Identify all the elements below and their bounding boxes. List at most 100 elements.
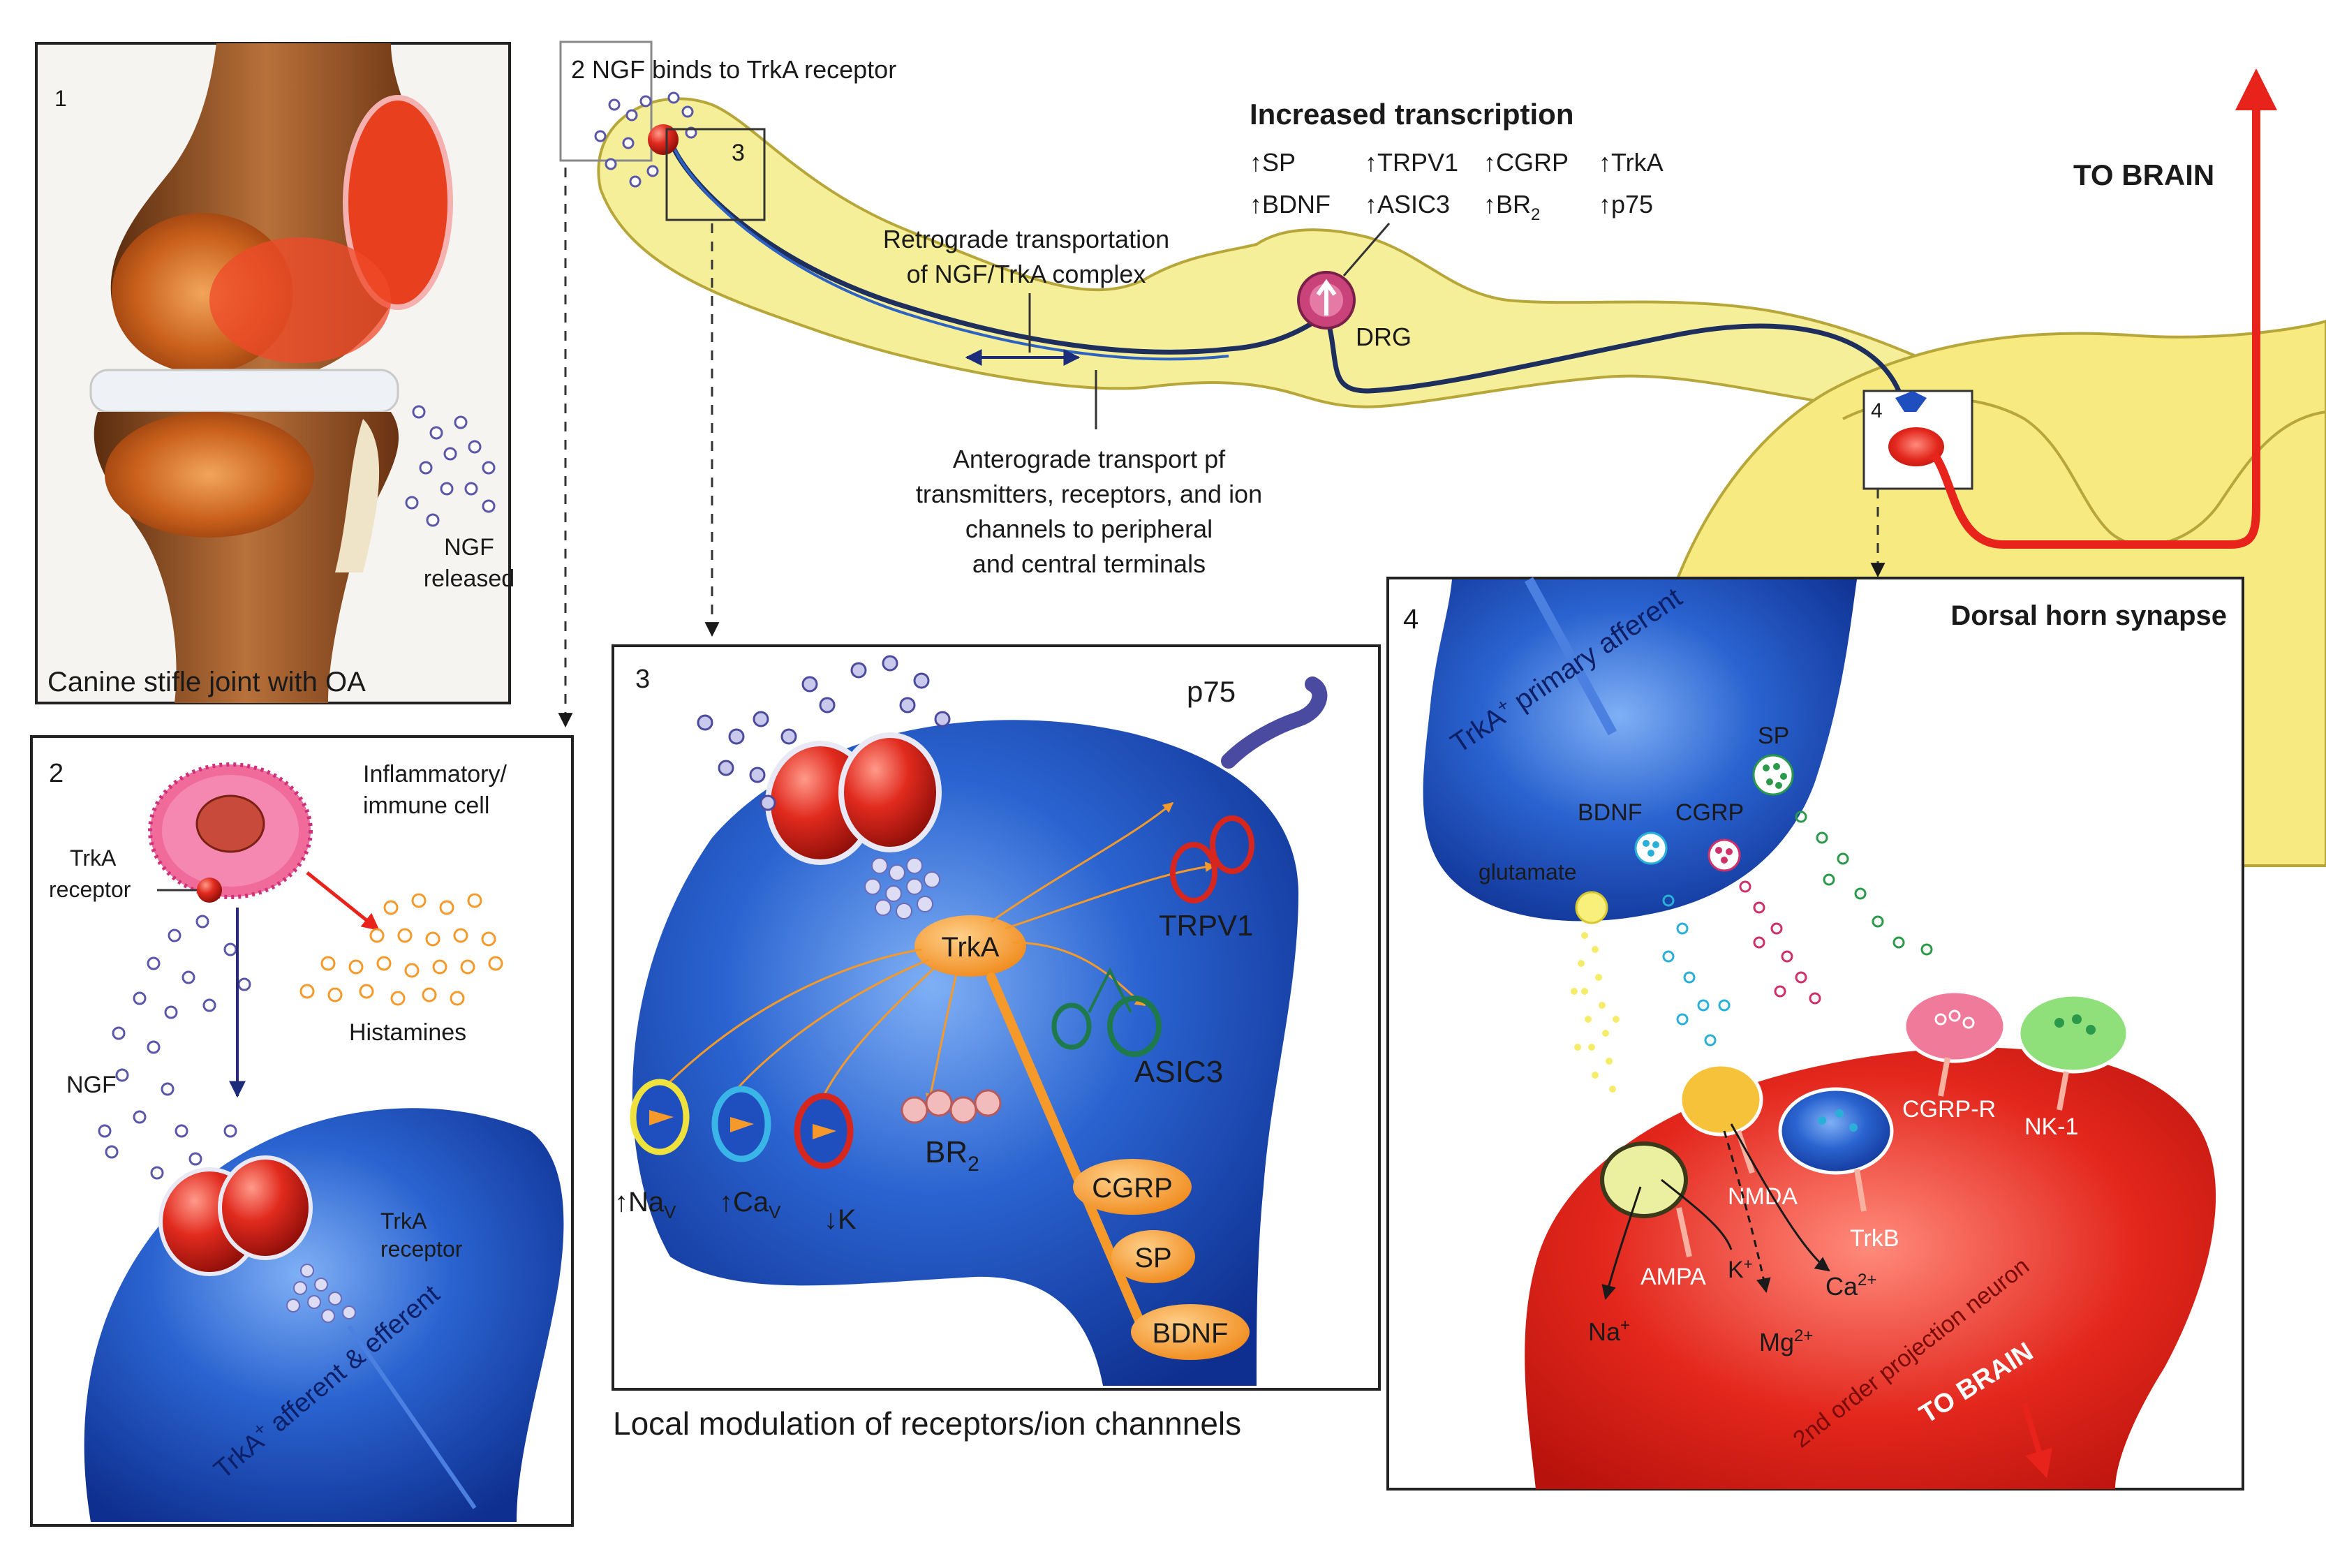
ngf-dots-joint	[405, 405, 496, 527]
presynaptic-terminal	[1423, 579, 1857, 922]
sp-vesicle	[1752, 754, 1794, 796]
panel-4-number: 4	[1403, 604, 1418, 635]
ampa-receptor	[1600, 1141, 1688, 1218]
svg-text:transmitters, receptors, and i: transmitters, receptors, and ion	[916, 480, 1262, 508]
ion-flux-arrows	[1601, 1123, 1830, 1301]
svg-text:CGRP: CGRP	[1092, 1173, 1173, 1204]
released-bdnf	[1662, 894, 1731, 1046]
svg-text:SP: SP	[1134, 1243, 1171, 1273]
svg-text:↑p75: ↑p75	[1599, 190, 1653, 219]
glutamate-label: glutamate	[1479, 859, 1577, 885]
box3-number: 3	[732, 140, 745, 166]
trka-knob	[648, 124, 679, 155]
nav-label: ↑NaV	[614, 1187, 676, 1222]
immune-cell-line2: immune cell	[363, 792, 489, 819]
panel-1-caption: Canine stifle joint with OA	[47, 667, 366, 697]
retrograde-label: Retrograde transportation of NGF/TrkA co…	[883, 225, 1169, 353]
released-sp	[1795, 811, 1933, 956]
svg-text:↑CGRP: ↑CGRP	[1483, 148, 1569, 177]
drg-label: DRG	[1356, 323, 1412, 351]
receptor-arrows	[1676, 1057, 2069, 1257]
svg-text:BDNF: BDNF	[1153, 1318, 1229, 1349]
trka-receptor-label-line1: TrkA	[380, 1208, 427, 1234]
drg-cell-body: DRG	[1297, 271, 1412, 351]
ngf-dots-panel3	[697, 655, 951, 811]
asic3-label: ASIC3	[1134, 1055, 1223, 1089]
joint-meniscus	[89, 369, 399, 413]
patella	[343, 95, 453, 310]
bdnf-pill: BDNF	[1131, 1304, 1250, 1360]
neuron-body	[597, 97, 2006, 416]
bdnf-vesicle	[1634, 831, 1668, 865]
svg-text:↑BDNF: ↑BDNF	[1250, 190, 1331, 219]
br2-label: BR2	[925, 1135, 979, 1176]
ampa-label: AMPA	[1640, 1264, 1706, 1290]
kplus-label: K+	[1728, 1255, 1753, 1283]
bdnf-label-4: BDNF	[1578, 799, 1643, 826]
box4-number: 4	[1871, 399, 1883, 422]
sp-label-4: SP	[1758, 723, 1789, 749]
panel-4-title: Dorsal horn synapse	[1950, 600, 2227, 631]
trpv1-label: TRPV1	[1159, 909, 1253, 942]
k-label: ↓K	[824, 1204, 857, 1235]
sp-pill: SP	[1111, 1230, 1195, 1283]
drg-up-arrow-icon	[1316, 279, 1337, 316]
svg-text:↑TrkA: ↑TrkA	[1599, 148, 1664, 177]
trka-transport-arrow	[986, 972, 1150, 1338]
svg-text:and central terminals: and central terminals	[972, 549, 1206, 578]
asic3-channel	[1051, 967, 1162, 1057]
ngf-released-line2: released	[424, 565, 514, 592]
trka-on-cell	[197, 878, 222, 903]
transcription-block: Increased transcription ↑SP ↑TRPV1 ↑CGRP…	[1250, 98, 1664, 276]
trka-hub	[914, 915, 1026, 977]
released-cgrp	[1739, 880, 1821, 1005]
trpv1-channel	[1170, 815, 1254, 903]
nk1-receptor	[2017, 993, 2130, 1074]
panel-3-caption: Local modulation of receptors/ion channn…	[613, 1405, 1241, 1442]
immune-cell	[148, 762, 313, 903]
cav-channel	[711, 1086, 771, 1162]
transcription-items: ↑SP ↑TRPV1 ↑CGRP ↑TrkA ↑BDNF ↑ASIC3 ↑BR2…	[1250, 148, 1664, 224]
svg-text:channels to peripheral: channels to peripheral	[965, 515, 1213, 543]
br2-receptor	[901, 1089, 1002, 1124]
panel-3-number: 3	[635, 665, 650, 694]
fibula	[335, 419, 380, 572]
svg-text:↑ASIC3: ↑ASIC3	[1365, 190, 1450, 219]
anterograde-label: Anterograde transport pf transmitters, r…	[916, 370, 1262, 578]
trka-dimer-panel3	[765, 732, 942, 919]
panel-2-number: 2	[49, 759, 64, 788]
tibia-plateau	[105, 412, 314, 538]
svg-text:↑TRPV1: ↑TRPV1	[1365, 148, 1458, 177]
ngf-binding-site: 3	[559, 40, 766, 221]
to-brain-arrow-4	[2022, 1402, 2052, 1479]
ca-label: Ca2+	[1825, 1271, 1876, 1301]
nmda-receptor	[1678, 1063, 1763, 1137]
ngf-dots-top	[594, 91, 697, 188]
cgrp-r-receptor	[1902, 989, 2007, 1063]
cgrp-r-label: CGRP-R	[1902, 1096, 1996, 1123]
trka-receptor-line2: receptor	[49, 877, 131, 902]
signaling-arrows	[648, 801, 1216, 1111]
projection-neuron	[1525, 1047, 2216, 1489]
ngf-dots-panel2	[98, 915, 251, 1180]
trkb-receptor	[1778, 1087, 1894, 1175]
svg-text:↑SP: ↑SP	[1250, 148, 1296, 177]
panel-3: 3 p75 TrkA	[612, 644, 1381, 1442]
trka-dimer-panel2	[158, 1155, 356, 1323]
ascending-pathway: TO BRAIN	[1930, 68, 2277, 549]
ngf-label-panel2: NGF	[66, 1072, 117, 1098]
cgrp-vesicle	[1708, 838, 1741, 872]
nk1-label: NK-1	[2024, 1114, 2078, 1140]
immune-cell-line1: Inflammatory/	[363, 761, 507, 787]
svg-text:↑BR2: ↑BR2	[1483, 190, 1540, 224]
svg-text:Retrograde transportation: Retrograde transportation	[883, 225, 1169, 253]
p75-receptor	[1221, 676, 1328, 769]
trka-hub-label: TrkA	[942, 932, 1000, 963]
released-glutamate	[1571, 932, 1620, 1093]
panel-2: 2 Inflammatory/ immune cell TrkA recepto…	[30, 735, 574, 1527]
inflamed-joint	[209, 237, 391, 363]
transcription-pointer	[1342, 223, 1391, 276]
cgrp-pill: CGRP	[1073, 1159, 1192, 1215]
trkb-label: TrkB	[1850, 1225, 1899, 1252]
histamine-arrow	[306, 871, 380, 931]
